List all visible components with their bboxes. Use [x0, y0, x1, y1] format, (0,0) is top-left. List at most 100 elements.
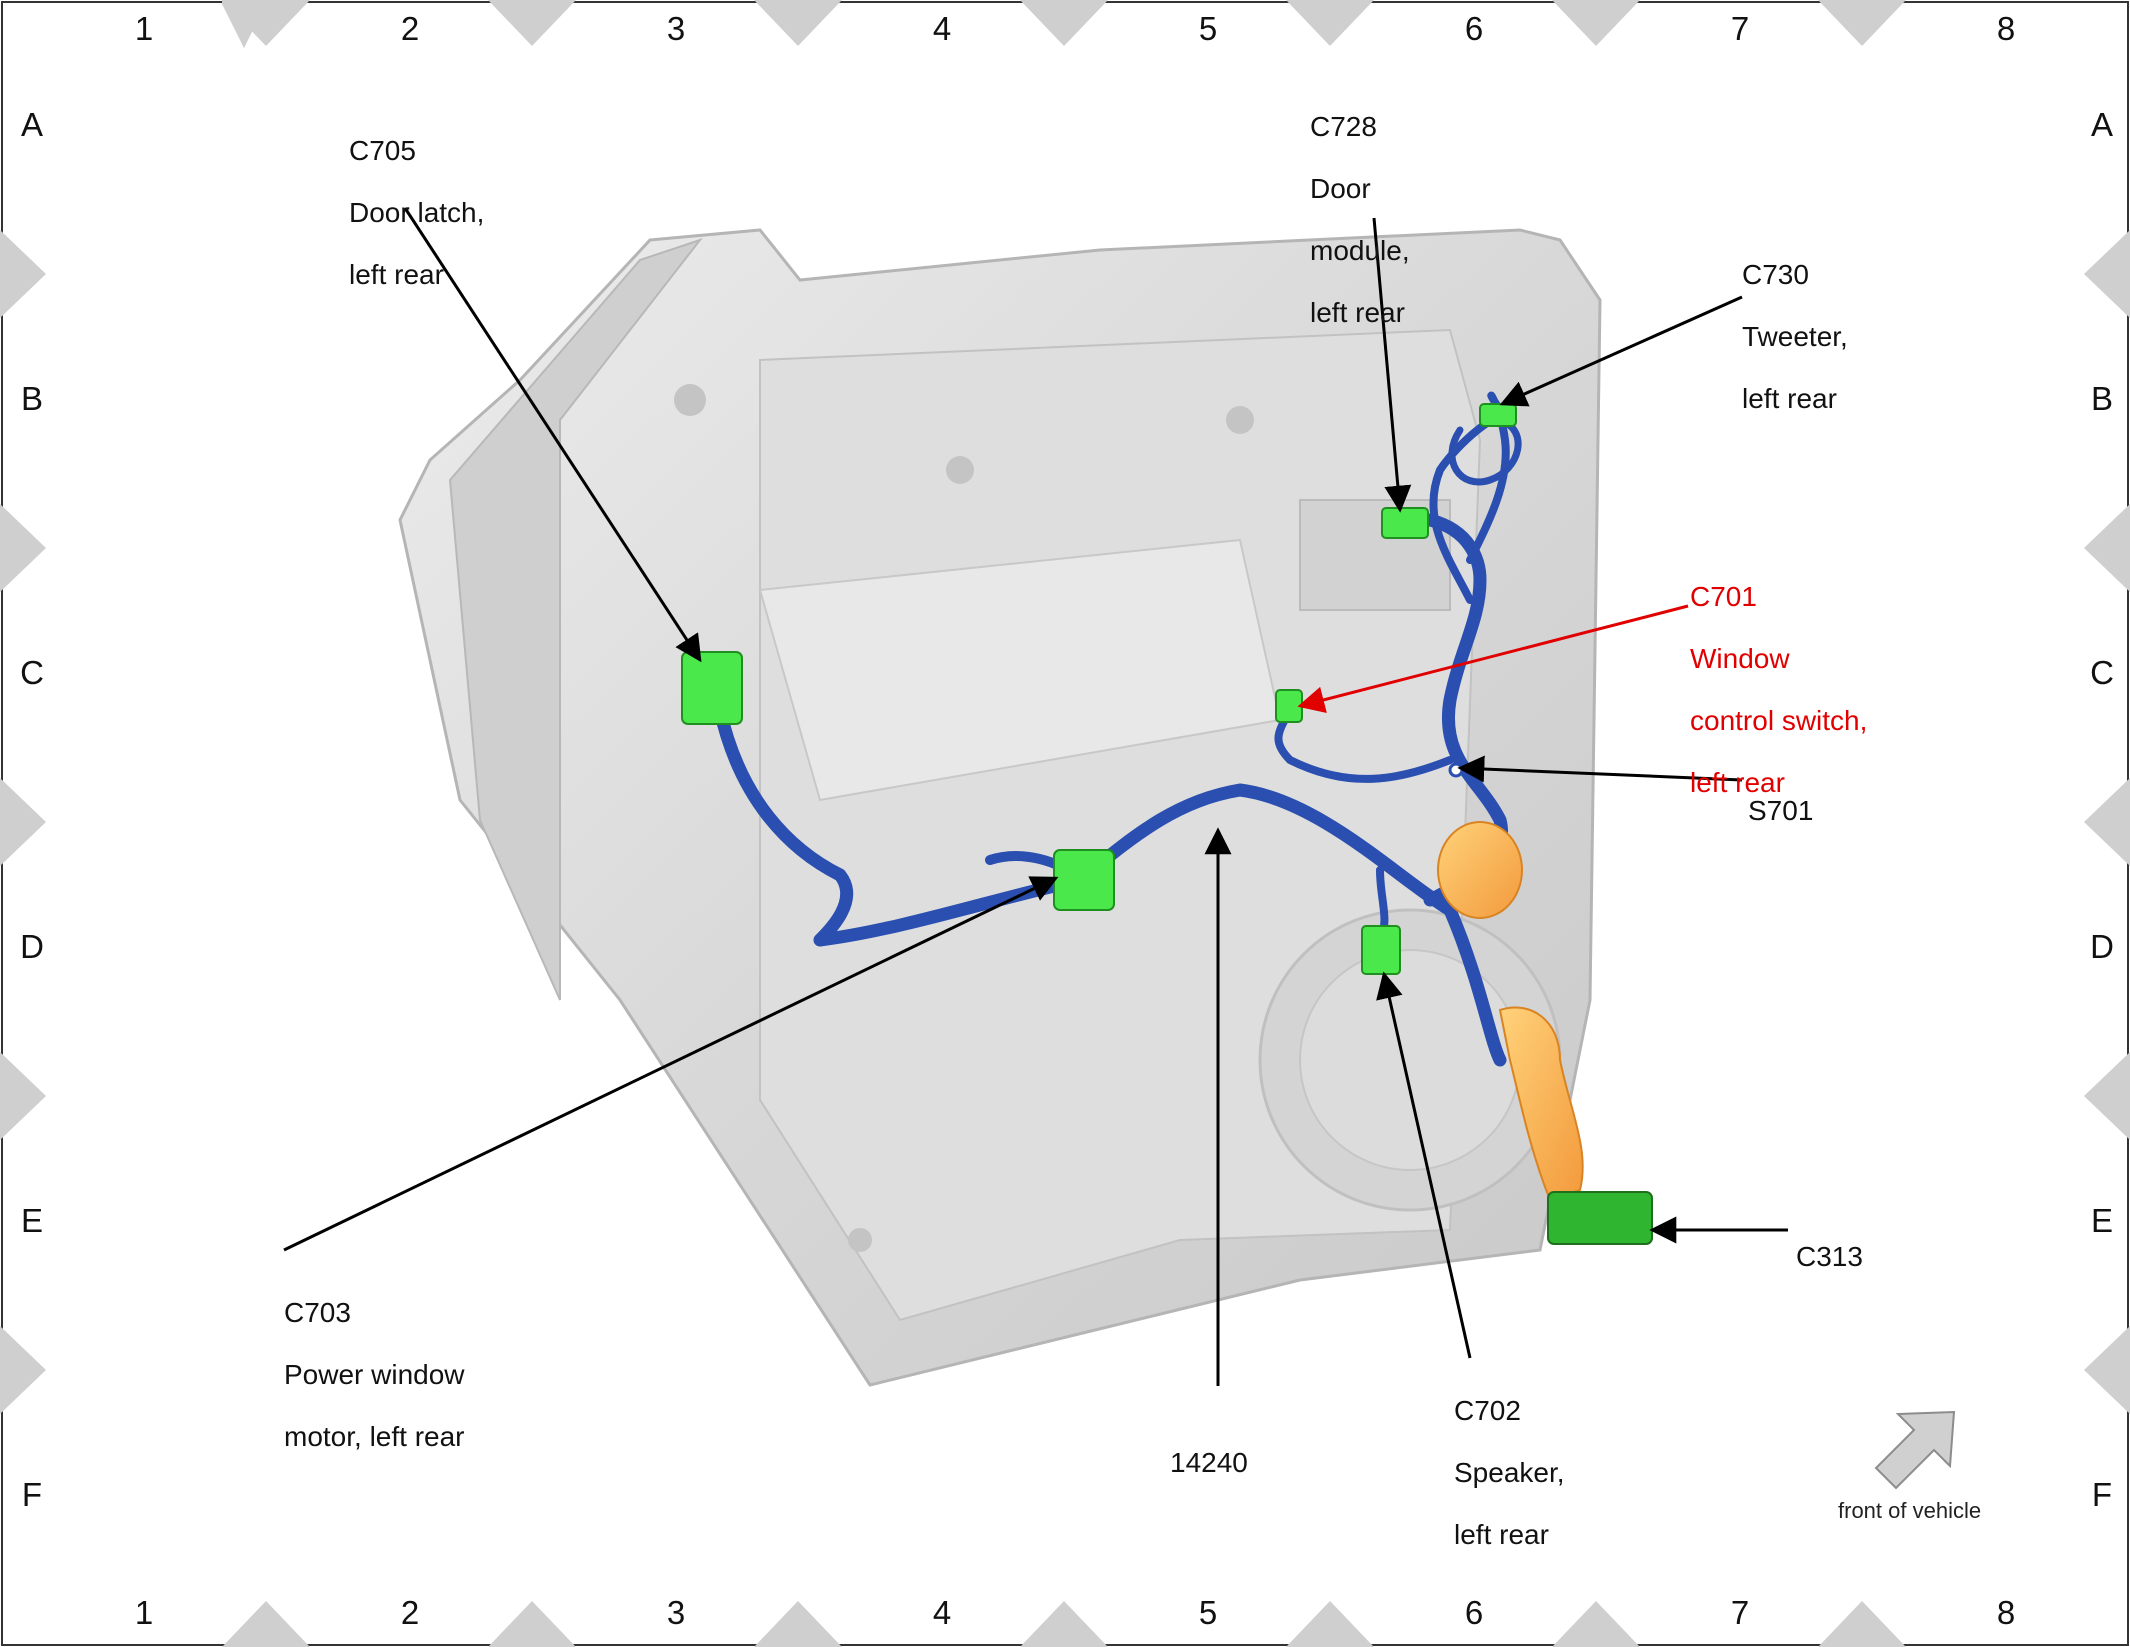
grid-col-7-top: 7: [1730, 10, 1750, 47]
callout-c702-line2: left rear: [1454, 1519, 1549, 1550]
grid-col-4-top: 4: [932, 10, 952, 47]
grid-col-1-bottom: 1: [134, 1594, 154, 1631]
grid-col-2-bottom: 2: [400, 1594, 420, 1631]
edge-diamond: [0, 230, 46, 318]
connector-c703: [1053, 849, 1115, 911]
grid-col-3-top: 3: [666, 10, 686, 47]
grid-col-5-top: 5: [1198, 10, 1218, 47]
connector-c702: [1361, 925, 1401, 975]
callout-14240-code: 14240: [1170, 1447, 1248, 1478]
callout-c705-code: C705: [349, 135, 416, 166]
grid-row-f-right: F: [2091, 1476, 2113, 1513]
grid-col-7-bottom: 7: [1730, 1594, 1750, 1631]
connector-c705: [681, 651, 743, 725]
callout-c703: C703 Power window motor, left rear: [284, 1266, 465, 1483]
leader-lines: [283, 207, 1788, 1386]
grid-row-a-left: A: [20, 106, 43, 143]
callout-s701-code: S701: [1748, 795, 1814, 826]
edge-diamond: [222, 1601, 310, 1647]
edge-diamond: [1020, 0, 1108, 46]
grid-col-5-bottom: 5: [1198, 1594, 1218, 1631]
edge-diamond: [2084, 504, 2130, 592]
connector-c728: [1381, 507, 1429, 539]
edge-diamond: [0, 504, 46, 592]
grid-col-8-bottom: 8: [1996, 1594, 2016, 1631]
callout-c703-line1: Power window: [284, 1359, 465, 1390]
edge-diamond: [2084, 1052, 2130, 1140]
connector-c701: [1275, 689, 1303, 723]
splice-s701: [1448, 762, 1464, 778]
edge-diamond: [1552, 1601, 1640, 1647]
edge-diamond: [1286, 1601, 1374, 1647]
callout-c702-line1: Speaker,: [1454, 1457, 1565, 1488]
callout-14240: 14240: [1170, 1416, 1248, 1509]
edge-diamond: [0, 1052, 46, 1140]
edge-diamond: [2084, 230, 2130, 318]
callout-c705-line2: left rear: [349, 259, 444, 290]
callout-c728-line3: left rear: [1310, 297, 1405, 328]
callout-s701: S701: [1748, 764, 1813, 857]
callout-c701-line2: control switch,: [1690, 705, 1868, 736]
edge-diamond: [0, 778, 46, 866]
callout-c701-code: C701: [1690, 581, 1757, 612]
harness-grommet: [1437, 821, 1584, 1202]
grid-row-a-right: A: [2090, 106, 2113, 143]
grid-row-b-right: B: [2090, 380, 2113, 417]
connector-c313: [1547, 1191, 1653, 1245]
grid-row-d-left: D: [20, 928, 44, 965]
edge-diamond: [1818, 1601, 1906, 1647]
grid-row-f-left: F: [21, 1476, 43, 1513]
edge-diamond: [0, 1326, 46, 1414]
grid-row-d-right: D: [2090, 928, 2114, 965]
grid-row-e-right: E: [2090, 1202, 2113, 1239]
edge-diamond: [1552, 0, 1640, 46]
edge-diamond: [2084, 1326, 2130, 1414]
edge-diamond: [754, 1601, 842, 1647]
edge-diamond: [488, 0, 576, 46]
edge-diamond: [1020, 1601, 1108, 1647]
callout-c701-line3: left rear: [1690, 767, 1785, 798]
edge-diamond: [1818, 0, 1906, 46]
callout-c730: C730 Tweeter, left rear: [1742, 228, 1848, 445]
grid-col-8-top: 8: [1996, 10, 2016, 47]
grid-col-3-bottom: 3: [666, 1594, 686, 1631]
callout-c313-code: C313: [1796, 1241, 1863, 1272]
callout-c705-line1: Door latch,: [349, 197, 485, 228]
callout-c703-code: C703: [284, 1297, 351, 1328]
callout-c728-line1: Door: [1310, 173, 1371, 204]
edge-diamond: [2084, 778, 2130, 866]
connector-c730: [1479, 403, 1517, 427]
grid-col-6-top: 6: [1464, 10, 1484, 47]
callout-c728: C728 Door module, left rear: [1310, 80, 1410, 359]
callout-c701-line1: Window: [1690, 643, 1790, 674]
edge-diamond: [488, 1601, 576, 1647]
edge-diamond: [754, 0, 842, 46]
grid-row-e-left: E: [20, 1202, 43, 1239]
grid-row-c-left: C: [20, 654, 44, 691]
callout-c730-line2: left rear: [1742, 383, 1837, 414]
edge-diamond: [1286, 0, 1374, 46]
grid-row-c-right: C: [2090, 654, 2114, 691]
callout-c728-line2: module,: [1310, 235, 1410, 266]
callout-c701: C701 Window control switch, left rear: [1690, 550, 1867, 829]
front-of-vehicle-label: front of vehicle: [1838, 1498, 1982, 1523]
callout-c728-code: C728: [1310, 111, 1377, 142]
grid-col-2-top: 2: [400, 10, 420, 47]
edge-diamond: [222, 0, 310, 46]
front-of-vehicle-arrow-icon: [1874, 1410, 1956, 1490]
door-panel: [398, 228, 1602, 1387]
callout-c703-line2: motor, left rear: [284, 1421, 465, 1452]
callout-c730-code: C730: [1742, 259, 1809, 290]
callout-c313: C313: [1796, 1210, 1863, 1303]
callout-c730-line1: Tweeter,: [1742, 321, 1848, 352]
grid-col-1-top: 1: [134, 10, 154, 47]
leader-line-c701: [1297, 604, 1689, 714]
callout-c702: C702 Speaker, left rear: [1454, 1364, 1565, 1581]
callout-c705: C705 Door latch, left rear: [349, 104, 484, 321]
grid-col-6-bottom: 6: [1464, 1594, 1484, 1631]
callout-c702-code: C702: [1454, 1395, 1521, 1426]
grid-row-b-left: B: [20, 380, 43, 417]
grid-col-4-bottom: 4: [932, 1594, 952, 1631]
